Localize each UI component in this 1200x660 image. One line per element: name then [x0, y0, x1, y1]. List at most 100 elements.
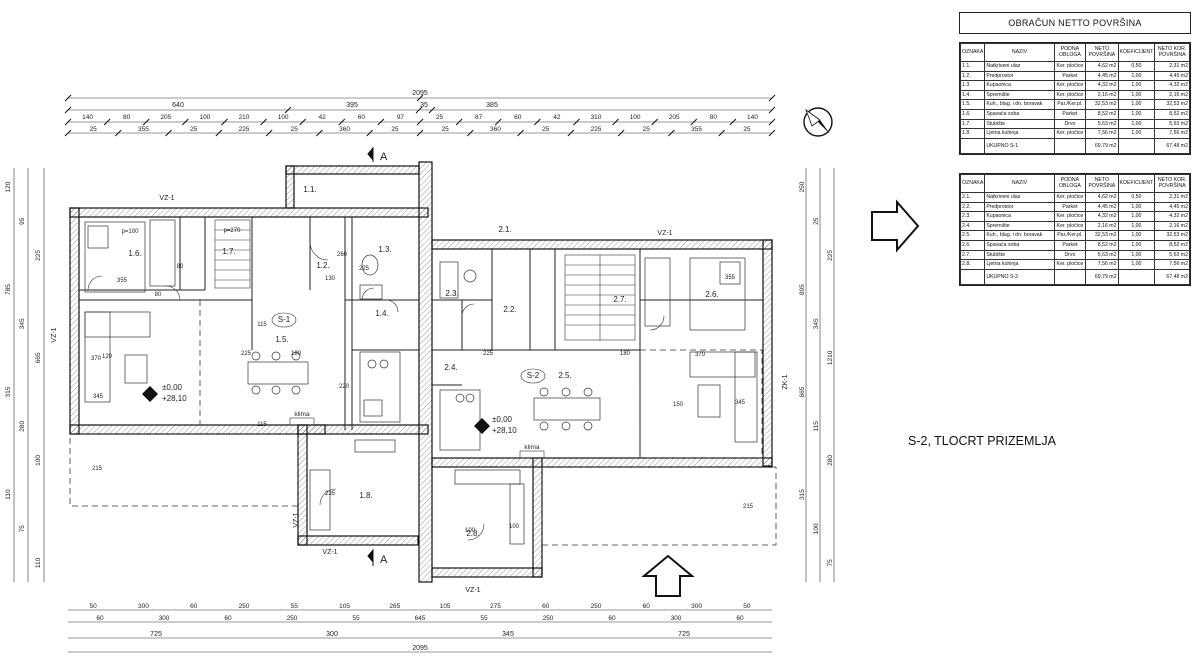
col-header: PODNA OBLOGA — [1053, 174, 1087, 193]
dim-top-4-5: 360 — [339, 126, 350, 133]
room-label-1-8-: 1.8. — [359, 491, 372, 500]
dim-top-4-4: 25 — [291, 126, 299, 133]
window-tag-0: VZ-1 — [159, 195, 174, 202]
dim-bottom-3-1: 300 — [326, 631, 338, 638]
inner-dim-11: 225 — [483, 351, 494, 357]
dim-bottom-3-2: 345 — [502, 631, 514, 638]
room-label-2-5-: 2.5. — [558, 371, 571, 380]
dim-top-4-3: 225 — [239, 126, 250, 133]
dimension-lines-bottom — [68, 609, 772, 653]
dim-right-2: 225 — [827, 250, 834, 261]
col-header: PODNA OBLOGA — [1053, 43, 1087, 62]
col-header: NAZIV — [984, 174, 1055, 193]
dim-top-3-2: 205 — [160, 114, 171, 121]
window-tag-2: VZ-1 — [322, 549, 337, 556]
dim-bottom-2-5: 645 — [415, 615, 426, 622]
dim-top-3-12: 42 — [553, 114, 561, 121]
inner-dim-12: 180 — [620, 351, 631, 357]
inner-dim-18: 345 — [735, 400, 746, 406]
dim-top-3-11: 60 — [514, 114, 522, 121]
dim-left-1: 95 — [19, 217, 26, 225]
inner-dim-10: 220 — [339, 384, 350, 390]
dim-top-4-9: 25 — [542, 126, 550, 133]
inner-dim-19: 215 — [92, 466, 103, 472]
room-label-1-5-: 1.5. — [275, 335, 288, 344]
section-marks — [367, 146, 374, 566]
inner-dim-9: 130 — [325, 276, 336, 282]
dim-bottom-2-1: 300 — [159, 615, 170, 622]
inner-dim-24: 260 — [337, 252, 348, 258]
room-label-2-7-: 2.7. — [613, 295, 626, 304]
room-label-1-3-: 1.3. — [378, 245, 391, 254]
col-header: KOEFICIJENT — [1117, 174, 1156, 193]
dim-left-7: 280 — [19, 420, 26, 431]
dimension-text-top: 2095 640 395 35 385 — [172, 90, 498, 109]
dim-top-3-14: 100 — [630, 114, 641, 121]
inner-dim-3: 355 — [725, 275, 736, 281]
dim-top-2-0: 640 — [172, 102, 184, 109]
svg-text:klima: klima — [294, 411, 310, 418]
room-label-1-2-: 1.2. — [316, 261, 329, 270]
room-label-2-8-: 2.8. — [466, 529, 479, 538]
terrace-outline — [69, 300, 777, 546]
unit-label-s1: S-1 — [278, 315, 291, 324]
dim-bottom-1-7: 105 — [440, 603, 451, 610]
inner-dim-22: 100 — [509, 524, 520, 530]
dim-bottom-1-3: 250 — [239, 603, 250, 610]
dim-left-11: 110 — [35, 557, 42, 568]
dim-right-11: 75 — [827, 559, 834, 567]
dim-right-4: 345 — [813, 318, 820, 329]
dim-bottom-1-4: 55 — [291, 603, 299, 610]
col-header: NETO KOR. POVRŠINA — [1154, 43, 1190, 62]
dim-bottom-2-2: 60 — [224, 615, 232, 622]
dim-bottom-1-10: 250 — [591, 603, 602, 610]
dim-top-2-3: 385 — [486, 102, 498, 109]
dim-top-4-11: 25 — [643, 126, 651, 133]
inner-dim-20: 215 — [743, 504, 754, 510]
dim-top-4-2: 25 — [190, 126, 198, 133]
dim-top-3-15: 205 — [669, 114, 680, 121]
dim-top-4-6: 25 — [391, 126, 399, 133]
room-label-1-6-: 1.6. — [128, 249, 141, 258]
col-header: OZNAKA — [959, 43, 986, 62]
interior-walls — [79, 217, 763, 458]
inner-dim-5: 120 — [102, 354, 113, 360]
furniture — [84, 219, 758, 545]
entrance-arrow-up-icon — [641, 554, 695, 597]
dim-bottom-2-10: 60 — [736, 615, 744, 622]
dim-top-3-7: 60 — [358, 114, 366, 121]
inner-dim-15: 370 — [695, 352, 706, 358]
dim-bottom-2-7: 250 — [543, 615, 554, 622]
window-tag-5: VZ-1 — [293, 512, 300, 527]
dim-left-9: 110 — [5, 489, 12, 500]
col-header: NAZIV — [984, 43, 1055, 62]
level-mark-s1: ±0,00 +28,10 — [142, 383, 187, 403]
dim-right-5: 1210 — [827, 350, 834, 365]
dim-bottom-3-0: 725 — [150, 631, 162, 638]
dim-top-3-10: 87 — [475, 114, 483, 121]
dim-bottom-1-11: 60 — [643, 603, 651, 610]
col-header: NETO POVRŠINA — [1085, 174, 1119, 193]
inner-dim-16: 370 — [91, 356, 102, 362]
stairs-s1 — [214, 219, 251, 289]
entrance-arrow-right-icon — [871, 199, 920, 253]
inner-dim-14: 150 — [673, 402, 684, 408]
window-tag-3: VZ-1 — [465, 587, 480, 594]
dim-left-8: 100 — [35, 455, 42, 466]
dim-right-0: 250 — [799, 181, 806, 192]
dim-left-10: 75 — [19, 525, 26, 533]
unit-label-s2: S-2 — [527, 371, 540, 380]
dim-bottom-2-8: 60 — [608, 615, 616, 622]
svg-text:+28,10: +28,10 — [162, 394, 187, 403]
